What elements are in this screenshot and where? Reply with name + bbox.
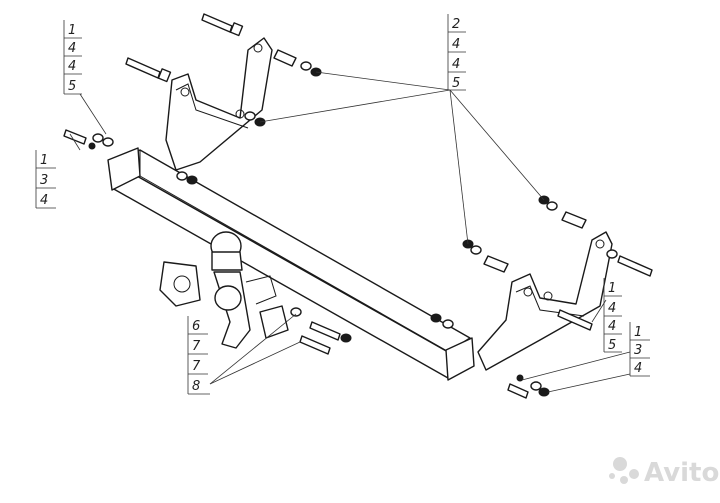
callout-label: 4 (608, 301, 616, 316)
callout-label: 7 (192, 339, 201, 354)
left-mounting-bracket (165, 37, 273, 171)
callout-label: 4 (452, 37, 460, 52)
callout-right-mid: 1 4 4 5 (603, 278, 622, 353)
callout-label: 1 (68, 23, 76, 38)
crossbar-beam (107, 147, 475, 381)
avito-watermark: Avito (609, 457, 719, 488)
callout-label: 5 (452, 76, 460, 91)
callout-right-low: 1 3 4 (629, 322, 650, 377)
callout-top-left: 1 4 4 5 (63, 20, 82, 95)
callout-label: 2 (452, 17, 460, 32)
callout-label: 8 (192, 379, 200, 394)
callout-left-mid: 1 3 4 (35, 150, 56, 209)
callout-label: 1 (40, 153, 48, 168)
callout-top-right: 2 4 4 5 (447, 14, 466, 91)
callout-label: 4 (40, 193, 48, 208)
callout-label: 4 (634, 361, 642, 376)
watermark-text: Avito (644, 458, 719, 488)
callout-label: 4 (68, 59, 76, 74)
fasteners (63, 13, 653, 399)
callout-label: 4 (452, 57, 460, 72)
avito-logo-icon (609, 457, 639, 484)
callout-label: 5 (68, 79, 76, 94)
callout-label: 3 (40, 173, 48, 188)
callout-label: 3 (634, 343, 642, 358)
right-mounting-bracket (477, 231, 613, 371)
leader-lines (69, 71, 631, 393)
callout-label: 1 (608, 281, 616, 296)
callout-bottom-left: 6 7 7 8 (187, 316, 210, 395)
tow-ball-assembly (159, 231, 289, 349)
callout-label: 4 (608, 319, 616, 334)
callout-label: 5 (608, 338, 616, 353)
callout-label: 4 (68, 41, 76, 56)
callout-label: 1 (634, 325, 642, 340)
callout-label: 7 (192, 359, 201, 374)
callout-label: 6 (192, 319, 200, 334)
